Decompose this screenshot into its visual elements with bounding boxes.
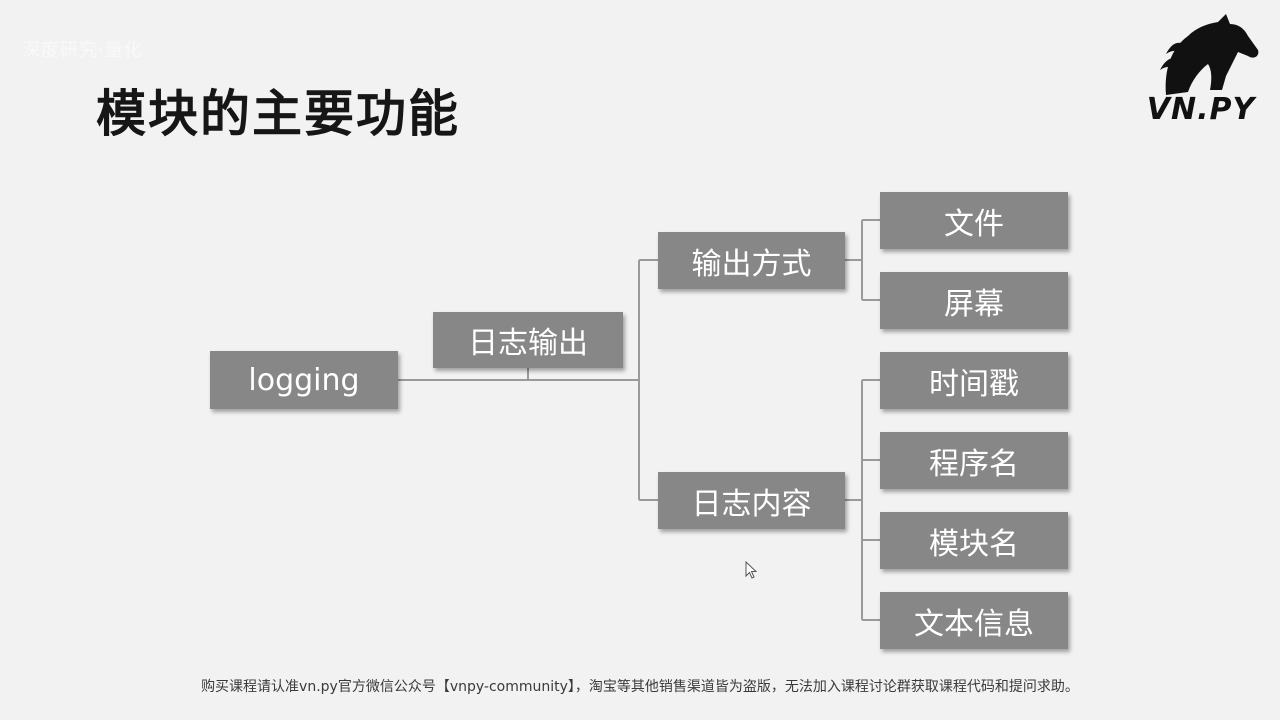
node-log-output: 日志输出 [433, 312, 623, 368]
node-screen: 屏幕 [880, 272, 1068, 329]
logo-text: VN.PY [1146, 92, 1256, 127]
node-root: logging [210, 351, 398, 409]
slide-title: 模块的主要功能 [96, 85, 460, 143]
node-timestamp: 时间戳 [880, 352, 1068, 409]
mouse-pointer-icon [745, 561, 758, 579]
footer-notice: 购买课程请认准vn.py官方微信公众号【vnpy-community】，淘宝等其… [201, 679, 1079, 695]
watermark-text: 深度研究·量化 [22, 40, 143, 61]
node-text-message: 文本信息 [880, 592, 1068, 649]
node-log-content: 日志内容 [658, 472, 845, 529]
horse-head-icon [1160, 14, 1259, 95]
node-file: 文件 [880, 192, 1068, 249]
node-program-name: 程序名 [880, 432, 1068, 489]
node-output-method: 输出方式 [658, 232, 845, 289]
node-module-name: 模块名 [880, 512, 1068, 569]
